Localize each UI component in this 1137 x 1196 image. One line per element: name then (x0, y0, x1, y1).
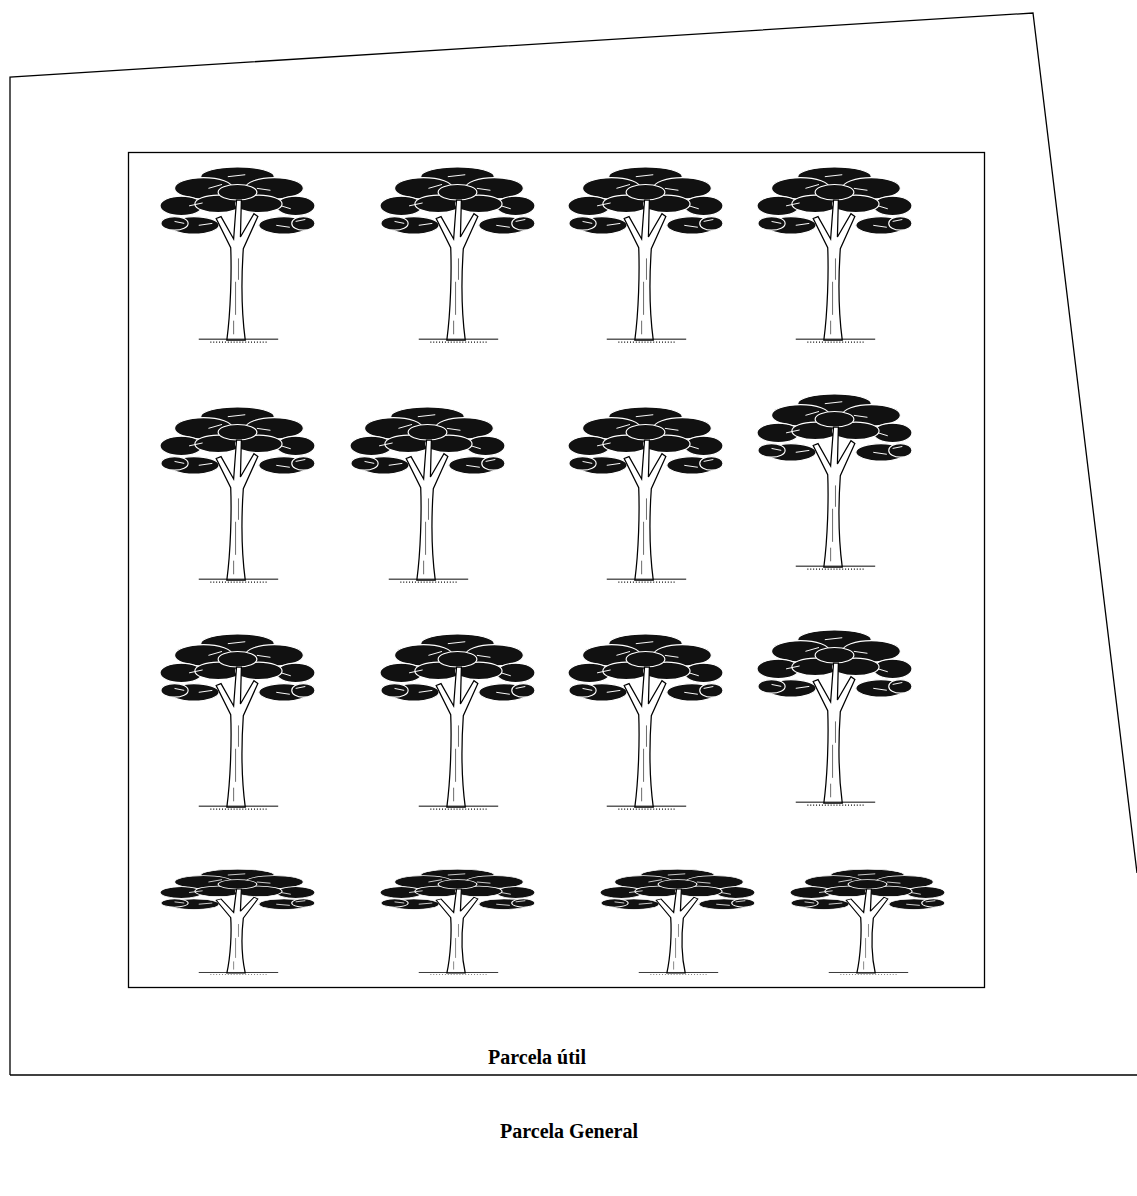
tree (790, 869, 945, 974)
tree (757, 394, 912, 569)
tree (160, 167, 315, 342)
plot-border (129, 153, 985, 988)
useful-plot: Parcela útil (128, 152, 985, 1082)
plot-label: Parcela General (498, 1119, 640, 1143)
tree (160, 407, 315, 582)
tree (568, 167, 723, 342)
tree (380, 634, 535, 809)
plot-border (10, 13, 1137, 1075)
plot-border (10, 1074, 1137, 1075)
tree (757, 630, 912, 805)
tree (160, 869, 315, 974)
tree (757, 167, 912, 342)
tree (568, 407, 723, 582)
tree (160, 634, 315, 809)
general-plot: Parcela General Parcela útil (10, 13, 1137, 1163)
tree (350, 407, 505, 582)
tree (380, 869, 535, 974)
tree (380, 167, 535, 342)
tree (568, 634, 723, 809)
plot-outline (128, 152, 985, 1082)
tree (600, 869, 755, 974)
plot-outline (10, 13, 1137, 1163)
plot-label: Parcela útil (486, 1045, 588, 1069)
